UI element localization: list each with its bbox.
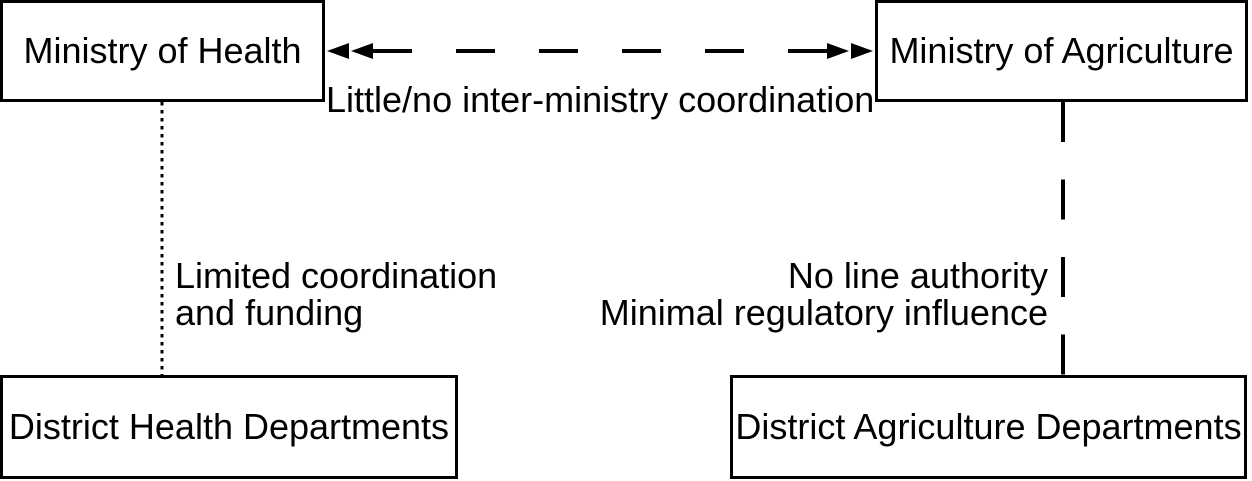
agriculture-link-label-line1: No line authority [787, 255, 1048, 296]
arrowhead-left-inner-icon [351, 43, 373, 59]
box-district-health-departments: District Health Departments [0, 375, 458, 479]
box-ministry-of-agriculture-label: Ministry of Agriculture [889, 30, 1234, 72]
box-ministry-of-health-label: Ministry of Health [23, 30, 302, 72]
arrowhead-right-outer-icon [851, 43, 873, 59]
box-ministry-of-health: Ministry of Health [0, 0, 325, 102]
box-district-agriculture-departments-label: District Agriculture Departments [735, 406, 1242, 448]
box-district-agriculture-departments: District Agriculture Departments [730, 375, 1247, 479]
health-link-label-line2: and funding [175, 292, 364, 333]
agriculture-link-label-line2: Minimal regulatory influence [599, 292, 1048, 333]
box-district-health-departments-label: District Health Departments [8, 406, 450, 448]
inter-ministry-arrow [327, 43, 873, 59]
agriculture-link-label: No line authority Minimal regulatory inf… [598, 257, 1048, 331]
inter-ministry-coordination-label: Little/no inter-ministry coordination [326, 79, 875, 120]
arrowhead-right-inner-icon [827, 43, 849, 59]
health-link-label: Limited coordination and funding [175, 257, 497, 331]
health-link-label-line1: Limited coordination [175, 255, 498, 296]
arrowhead-left-outer-icon [327, 43, 349, 59]
box-ministry-of-agriculture: Ministry of Agriculture [875, 0, 1248, 102]
